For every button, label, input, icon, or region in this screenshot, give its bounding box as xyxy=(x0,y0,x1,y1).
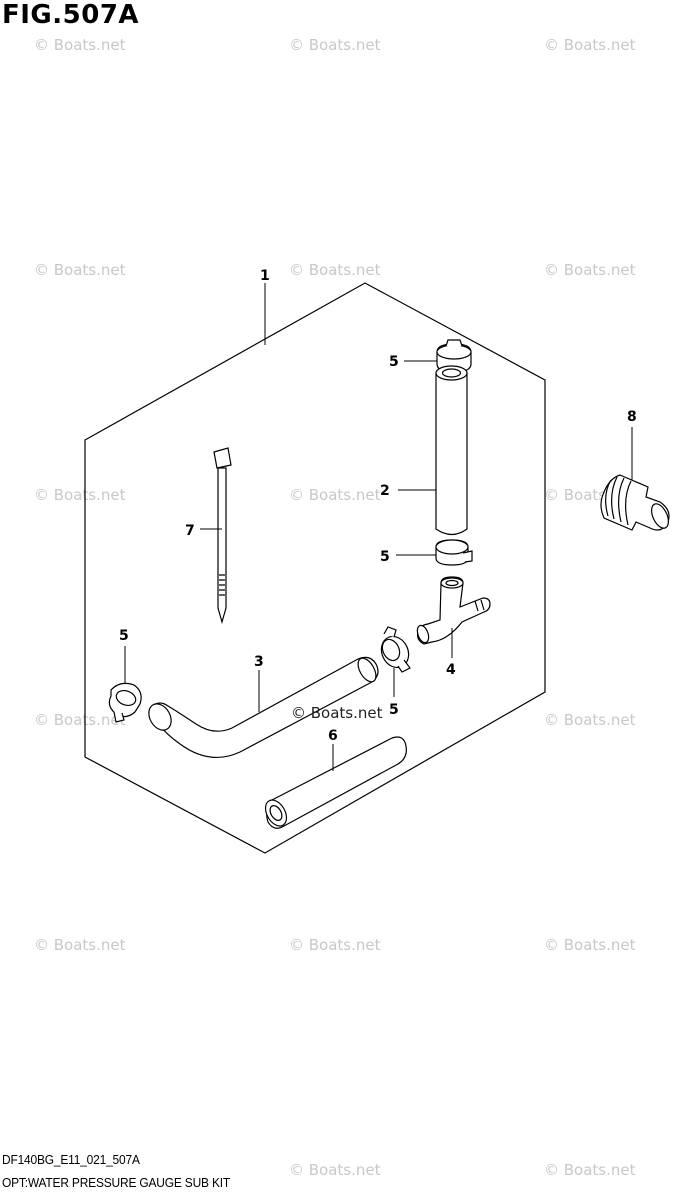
hose-upper-part xyxy=(435,365,468,536)
watermark: © Boats.net xyxy=(34,261,126,279)
clamp-lower-part xyxy=(380,626,411,673)
watermark: © Boats.net xyxy=(544,936,636,954)
watermark: © Boats.net xyxy=(289,936,381,954)
watermark: © Boats.net xyxy=(34,711,126,729)
callout-2: 2 xyxy=(380,483,390,499)
callout-5c: 5 xyxy=(389,702,399,718)
watermark: © Boats.net xyxy=(544,711,636,729)
callout-5a: 5 xyxy=(389,354,399,370)
kit-title: OPT:WATER PRESSURE GAUGE SUB KIT xyxy=(2,1175,231,1190)
clamp-left-part xyxy=(108,682,142,723)
callout-1: 1 xyxy=(260,268,270,284)
callout-4: 4 xyxy=(446,662,456,678)
callout-7: 7 xyxy=(185,523,195,539)
clamp-mid-part xyxy=(435,539,473,566)
callout-5b: 5 xyxy=(380,549,390,565)
watermark: © Boats.net xyxy=(544,261,636,279)
watermark: © Boats.net xyxy=(289,486,381,504)
watermark: © Boats.net xyxy=(34,36,126,54)
clamp-top-part xyxy=(436,339,472,373)
watermark: © Boats.net xyxy=(289,261,381,279)
watermark: © Boats.net xyxy=(544,36,636,54)
watermark: © Boats.net xyxy=(34,486,126,504)
watermark: © Boats.net xyxy=(544,1161,636,1179)
diagram-code: DF140BG_E11_021_507A xyxy=(2,1152,140,1167)
bent-hose-part xyxy=(148,656,379,758)
callout-6: 6 xyxy=(328,728,338,744)
watermark-center: © Boats.net xyxy=(291,704,383,722)
figure-title: FIG.507A xyxy=(2,0,140,30)
watermark: © Boats.net xyxy=(289,1161,381,1179)
callout-8: 8 xyxy=(627,409,637,425)
cable-tie-part xyxy=(213,447,232,625)
callout-5d: 5 xyxy=(119,628,129,644)
watermark-group: © Boats.net © Boats.net © Boats.net © Bo… xyxy=(34,36,636,1179)
straight-hose-part xyxy=(264,736,407,829)
callout-3: 3 xyxy=(254,654,264,670)
kit-boundary xyxy=(84,282,546,854)
plug-part xyxy=(600,474,670,531)
t-joint-part xyxy=(416,576,491,645)
watermark: © Boats.net xyxy=(34,936,126,954)
watermark: © Boats.net xyxy=(289,36,381,54)
